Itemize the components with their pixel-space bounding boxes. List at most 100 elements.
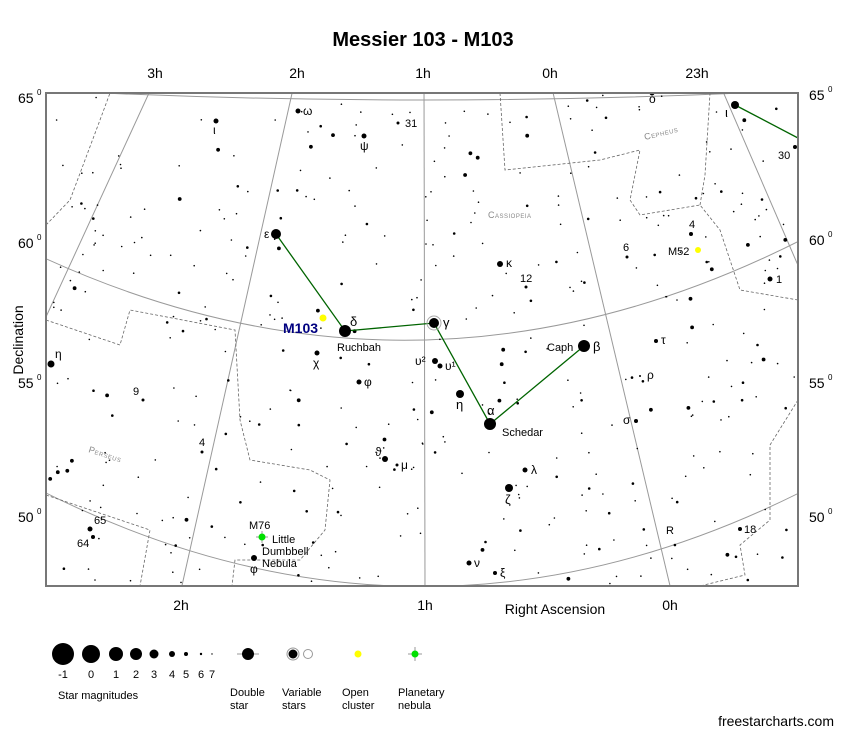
asterism-lines: [275, 104, 798, 426]
star: [435, 264, 437, 267]
star-rho[interactable]: [639, 375, 641, 377]
star: [763, 308, 766, 311]
star-n12[interactable]: [524, 285, 528, 289]
star: [232, 278, 234, 281]
star: [165, 321, 169, 324]
star: [555, 260, 558, 264]
star: [678, 174, 681, 176]
star-alpha[interactable]: [484, 418, 496, 430]
ra-bottom-labels: 2h 1h 0h: [173, 597, 678, 613]
credit-link[interactable]: freestarcharts.com: [718, 713, 834, 729]
star: [172, 571, 174, 573]
star-label-kappa: κ: [506, 256, 513, 270]
star: [653, 253, 656, 257]
m76-planetary-nebula[interactable]: [256, 531, 268, 543]
m103-open-cluster[interactable]: [319, 314, 327, 322]
star: [439, 338, 441, 341]
star-delta[interactable]: [339, 325, 351, 337]
star: [765, 208, 768, 211]
star-theta[interactable]: [382, 456, 388, 462]
star-label-n31: 31: [405, 118, 417, 130]
star-label-phi: φ: [364, 375, 372, 389]
star: [583, 281, 586, 284]
star-lambda[interactable]: [522, 467, 528, 473]
star-gamma[interactable]: [429, 318, 439, 328]
star: [463, 110, 466, 113]
star-eta-per[interactable]: [47, 360, 55, 368]
m52-open-cluster[interactable]: [695, 247, 701, 253]
star-n4[interactable]: [689, 232, 693, 236]
degree-mark: 0: [37, 88, 42, 97]
legend-magnitudes-label: Star magnitudes: [58, 690, 139, 702]
star: [88, 338, 91, 341]
m103-label[interactable]: M103: [283, 320, 318, 336]
star-n6[interactable]: [625, 255, 629, 259]
m76-name-line2: Dumbbell: [262, 546, 308, 558]
star-psi[interactable]: [361, 133, 367, 139]
star: [702, 192, 705, 195]
star: [650, 557, 652, 559]
star: [472, 190, 475, 192]
star: [401, 144, 404, 146]
star: [409, 111, 411, 114]
star-n1[interactable]: [767, 276, 773, 282]
star-eta[interactable]: [456, 390, 464, 398]
star: [750, 361, 753, 364]
star: [598, 547, 601, 551]
star-zeta[interactable]: [505, 484, 513, 492]
star-chi[interactable]: [314, 350, 320, 356]
star: [92, 171, 94, 174]
star-xi[interactable]: [493, 571, 497, 575]
star: [87, 568, 90, 570]
star-sigma[interactable]: [634, 419, 638, 423]
star: [111, 414, 114, 417]
ra-label: 1h: [417, 597, 433, 613]
star: [715, 111, 718, 113]
star-omega[interactable]: [295, 108, 301, 114]
star-label-n4: 4: [689, 219, 695, 231]
star: [667, 214, 670, 217]
star: [92, 389, 95, 393]
star-n30[interactable]: [793, 145, 797, 149]
ra-label: 3h: [147, 65, 163, 81]
degree-mark: 0: [37, 507, 42, 516]
star: [117, 155, 120, 157]
star-upsilon1[interactable]: [437, 363, 443, 369]
star-label-zeta: ζ: [505, 492, 511, 507]
star-upsilon2[interactable]: [432, 358, 438, 364]
star: [572, 290, 575, 292]
star-phi[interactable]: [356, 379, 362, 385]
star-n31[interactable]: [396, 121, 400, 125]
constellation-boundaries: [46, 93, 798, 586]
star: [269, 314, 271, 316]
star: [281, 349, 285, 352]
star: [768, 259, 771, 261]
star: [676, 299, 678, 301]
star-n4b[interactable]: [200, 450, 204, 454]
star: [569, 118, 572, 120]
star: [172, 315, 175, 318]
star-n9[interactable]: [141, 398, 145, 402]
star: [307, 131, 309, 133]
star-iota[interactable]: [213, 118, 219, 124]
star: [619, 219, 621, 221]
star-n65[interactable]: [87, 526, 93, 532]
star: [319, 124, 323, 128]
star-n64[interactable]: [91, 535, 95, 539]
star-mu[interactable]: [395, 463, 399, 467]
legend-magnitude-dot: [211, 653, 213, 655]
star-n18[interactable]: [738, 527, 742, 531]
star: [665, 295, 668, 298]
star-tau[interactable]: [654, 339, 658, 343]
star: [725, 552, 730, 557]
star-kappa[interactable]: [497, 261, 503, 267]
star: [60, 309, 62, 311]
star-iota-cep[interactable]: [731, 101, 739, 109]
star-epsilon[interactable]: [271, 229, 281, 239]
star: [120, 167, 122, 169]
star-phi-per[interactable]: [251, 555, 257, 561]
star-beta[interactable]: [578, 340, 590, 352]
star: [358, 577, 361, 579]
star-nu[interactable]: [466, 560, 472, 566]
